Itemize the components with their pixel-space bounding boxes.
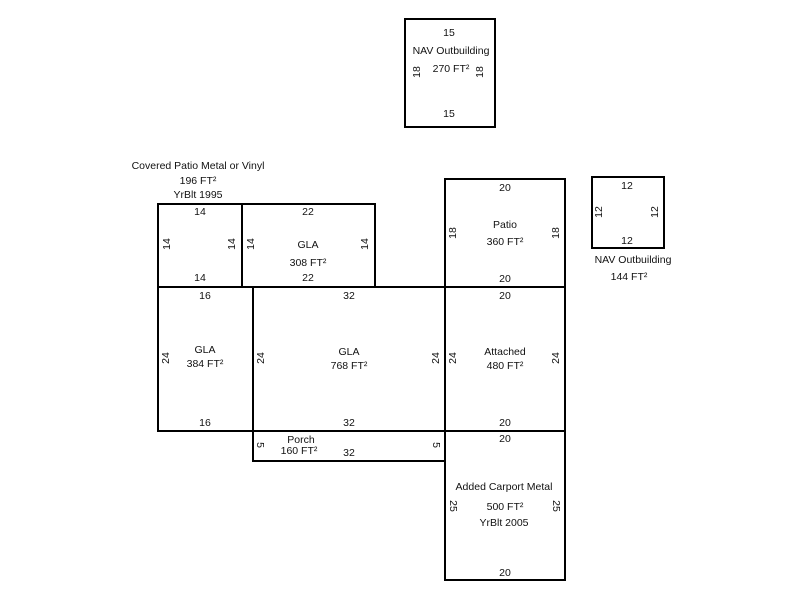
area-size: 144 FT² (611, 271, 648, 283)
area-size: 480 FT² (487, 360, 524, 372)
dim-bottom: 20 (499, 567, 511, 579)
porch: 5 Porch 160 FT² 32 5 (252, 430, 446, 462)
dim-left: 24 (255, 352, 267, 364)
nav-outbuilding-small: 12 12 12 12 NAV Outbuilding 144 FT² (591, 176, 672, 283)
dim-bottom: 15 (443, 108, 455, 120)
dim-left: 25 (447, 500, 459, 512)
area-name: GLA (338, 346, 359, 358)
dim-bottom: 32 (343, 447, 355, 459)
area-name: Porch (287, 434, 315, 446)
gla-768: 32 GLA 768 FT² 32 24 24 (252, 286, 446, 432)
dim-bottom: 20 (499, 417, 511, 429)
dim-left: 18 (447, 227, 459, 239)
dim-left: 14 (245, 238, 257, 250)
dim-left: 24 (447, 352, 459, 364)
nav-outbuilding-top-outline (404, 18, 496, 128)
dim-bottom: 14 (194, 272, 206, 284)
dim-left: 5 (254, 442, 266, 448)
dim-top: 20 (499, 182, 511, 194)
area-size: 196 FT² (180, 175, 217, 187)
dim-left: 12 (593, 206, 605, 218)
dim-right: 14 (226, 238, 238, 250)
dim-top: 12 (621, 180, 633, 192)
gla-308: 22 GLA 308 FT² 22 14 14 (241, 203, 376, 288)
dim-top: 20 (499, 433, 511, 445)
area-name: Attached (484, 346, 526, 358)
area-name: GLA (297, 239, 318, 251)
dim-top: 16 (199, 290, 211, 302)
dim-bottom: 32 (343, 417, 355, 429)
dim-top: 20 (499, 290, 511, 302)
dim-top: 32 (343, 290, 355, 302)
dim-right: 12 (649, 206, 661, 218)
year-built: YrBlt 2005 (479, 517, 528, 529)
dim-right: 24 (430, 352, 442, 364)
area-name: NAV Outbuilding (413, 45, 490, 57)
dim-left: 18 (411, 66, 423, 78)
attached: 20 Attached 480 FT² 20 24 24 (444, 286, 566, 432)
area-size: 360 FT² (487, 236, 524, 248)
dim-top: 14 (194, 206, 206, 218)
carport: 20 Added Carport Metal 500 FT² YrBlt 200… (444, 430, 566, 581)
gla-384: 16 GLA 384 FT² 16 24 (157, 286, 254, 432)
area-size: 308 FT² (290, 257, 327, 269)
area-size: 270 FT² (433, 63, 470, 75)
nav-outbuilding-small-outline (591, 176, 665, 249)
area-name: GLA (194, 344, 215, 356)
carport-outline (444, 430, 566, 581)
dim-bottom: 20 (499, 273, 511, 285)
dim-right: 14 (359, 238, 371, 250)
dim-left: 14 (161, 238, 173, 250)
dim-bottom: 16 (199, 417, 211, 429)
dim-top: 15 (443, 27, 455, 39)
area-name: Added Carport Metal (456, 481, 553, 493)
area-size: 384 FT² (187, 358, 224, 370)
dim-right: 18 (474, 66, 486, 78)
dim-left: 24 (160, 352, 172, 364)
year-built: YrBlt 1995 (173, 189, 222, 201)
area-name: Covered Patio Metal or Vinyl (132, 160, 265, 172)
dim-right: 5 (430, 442, 442, 448)
dim-right: 25 (550, 500, 562, 512)
patio-outline (444, 178, 566, 288)
area-name: Patio (493, 219, 517, 231)
area-size: 500 FT² (487, 501, 524, 513)
dim-bottom: 22 (302, 272, 314, 284)
dim-top: 22 (302, 206, 314, 218)
dim-right: 24 (550, 352, 562, 364)
area-name: NAV Outbuilding (595, 254, 672, 266)
area-size: 768 FT² (331, 360, 368, 372)
patio: 20 Patio 360 FT² 20 18 18 (444, 178, 566, 288)
nav-outbuilding-top: 15 NAV Outbuilding 270 FT² 18 18 15 (404, 18, 496, 128)
covered-patio: Covered Patio Metal or Vinyl 196 FT² YrB… (132, 160, 265, 288)
dim-right: 18 (550, 227, 562, 239)
dim-bottom: 12 (621, 235, 633, 247)
area-size: 160 FT² (281, 445, 318, 457)
